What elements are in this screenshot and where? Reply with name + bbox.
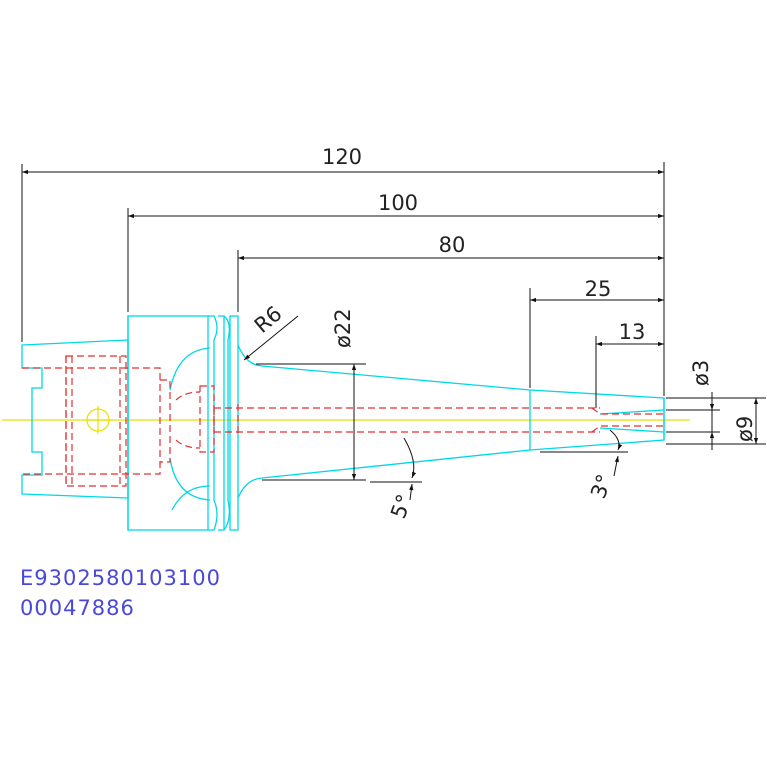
dim-phi3: ø3	[689, 360, 713, 386]
dim-13: 13	[619, 320, 646, 344]
dim-angle-3: 3°	[586, 471, 617, 502]
dim-angle-5: 5°	[386, 491, 417, 522]
part-number: 00047886	[20, 596, 135, 620]
dim-r6: R6	[250, 301, 287, 337]
dim-phi9: ø9	[733, 416, 757, 442]
dim-120: 120	[322, 145, 362, 169]
dim-25: 25	[585, 277, 612, 301]
dim-80: 80	[439, 233, 466, 257]
dimension-lines	[21, 162, 766, 501]
hidden-lines	[22, 355, 664, 487]
dim-100: 100	[378, 191, 418, 215]
dim-phi22: ø22	[331, 308, 355, 348]
part-code: E9302580103100	[20, 566, 221, 590]
